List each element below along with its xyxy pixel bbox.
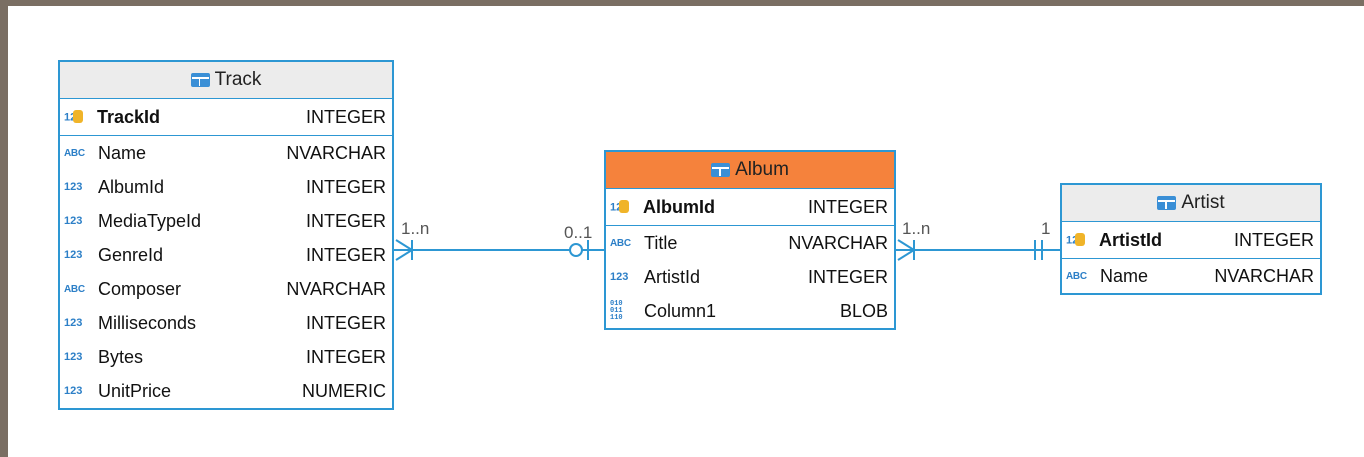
column-name: Milliseconds	[98, 312, 197, 333]
column-row[interactable]: 123 MediaTypeId INTEGER	[60, 204, 392, 238]
column-name: Composer	[98, 278, 182, 299]
optional-circle-album	[569, 243, 583, 257]
column-row[interactable]: ABC Name NVARCHAR	[60, 136, 392, 170]
cardinality-album-label: 0..1	[564, 223, 592, 242]
artist-pk-row[interactable]: 12 ArtistId INTEGER	[1062, 222, 1320, 259]
column-type: INTEGER	[807, 266, 888, 287]
entity-album-header[interactable]: Album	[606, 152, 894, 189]
column-row[interactable]: 123 GenreId INTEGER	[60, 238, 392, 272]
column-row[interactable]: ABC Composer NVARCHAR	[60, 272, 392, 306]
column-type: INTEGER	[305, 312, 386, 333]
column-type: NVARCHAR	[788, 232, 888, 253]
numeric-type-icon: 123	[64, 249, 83, 261]
crowfoot-album-upper	[897, 239, 915, 251]
column-type: NVARCHAR	[1214, 265, 1314, 286]
text-type-icon: ABC	[64, 283, 85, 295]
column-row[interactable]: ABC Name NVARCHAR	[1062, 259, 1320, 293]
column-name: Name	[98, 142, 147, 163]
entity-track-header[interactable]: Track	[60, 62, 392, 99]
entity-track-title: Track	[214, 69, 262, 90]
column-row[interactable]: ABC Title NVARCHAR	[606, 226, 894, 260]
crowfoot-album-lower	[897, 249, 915, 261]
numeric-type-icon: 123	[64, 351, 83, 363]
artist-columns: ABC Name NVARCHAR	[1062, 259, 1320, 293]
column-type: BLOB	[839, 300, 888, 321]
column-type: INTEGER	[305, 244, 386, 265]
column-name: TrackId	[97, 106, 161, 127]
numeric-type-icon: 123	[610, 271, 629, 283]
binary-type-icon: 010 011 110	[610, 299, 623, 322]
column-type: INTEGER	[305, 210, 386, 231]
album-columns: ABC Title NVARCHAR 123 ArtistId INTEGER 010 01…	[606, 226, 894, 328]
entity-artist-header[interactable]: Artist	[1062, 185, 1320, 222]
column-type: INTEGER	[305, 106, 386, 127]
primary-key-icon: 12	[610, 199, 643, 214]
column-name: ArtistId	[644, 266, 701, 287]
crowfoot-track-lower	[395, 249, 413, 261]
numeric-type-icon: 123	[64, 215, 83, 227]
column-name: MediaTypeId	[98, 210, 202, 231]
cardinality-artist-label: 1	[1041, 219, 1050, 238]
column-type: INTEGER	[1233, 229, 1314, 250]
entity-artist[interactable]: Artist 12 ArtistId INTEGER ABC Name NVARCH…	[1060, 183, 1322, 295]
numeric-type-icon: 123	[64, 317, 83, 329]
table-icon	[711, 163, 731, 177]
column-type: INTEGER	[305, 346, 386, 367]
column-name: Column1	[644, 300, 717, 321]
column-name: GenreId	[98, 244, 164, 265]
column-type: NVARCHAR	[286, 278, 386, 299]
primary-key-icon: 12	[1066, 232, 1099, 247]
column-name: ArtistId	[1099, 229, 1162, 250]
text-type-icon: ABC	[1066, 270, 1087, 282]
cardinality-album-many-label: 1..n	[902, 219, 930, 238]
column-row[interactable]: 123 UnitPrice NUMERIC	[60, 374, 392, 408]
column-row[interactable]: 123 AlbumId INTEGER	[60, 170, 392, 204]
column-name: Bytes	[98, 346, 144, 367]
column-name: AlbumId	[643, 196, 715, 217]
column-row[interactable]: 123 ArtistId INTEGER	[606, 260, 894, 294]
window-frame-left	[0, 0, 8, 457]
album-pk-row[interactable]: 12 AlbumId INTEGER	[606, 189, 894, 226]
cardinality-track-label: 1..n	[401, 219, 429, 238]
column-type: NVARCHAR	[286, 142, 386, 163]
primary-key-icon: 12	[64, 109, 97, 124]
text-type-icon: ABC	[610, 237, 631, 249]
column-name: AlbumId	[98, 176, 165, 197]
entity-artist-title: Artist	[1181, 192, 1225, 213]
column-name: Name	[1100, 265, 1149, 286]
text-type-icon: ABC	[64, 147, 85, 159]
column-type: INTEGER	[305, 176, 386, 197]
numeric-type-icon: 123	[64, 385, 83, 397]
crowfoot-track-upper	[395, 239, 413, 251]
table-icon	[190, 73, 210, 87]
column-name: Title	[644, 232, 678, 253]
column-row[interactable]: 123 Milliseconds INTEGER	[60, 306, 392, 340]
window-frame-top	[0, 0, 1364, 6]
numeric-type-icon: 123	[64, 181, 83, 193]
entity-album[interactable]: Album 12 AlbumId INTEGER ABC Title NVARCHA…	[604, 150, 896, 330]
column-type: INTEGER	[807, 196, 888, 217]
column-name: UnitPrice	[98, 380, 172, 401]
column-row[interactable]: 010 011 110 Column1 BLOB	[606, 294, 894, 328]
column-row[interactable]: 123 Bytes INTEGER	[60, 340, 392, 374]
entity-album-title: Album	[735, 159, 789, 180]
table-icon	[1157, 196, 1177, 210]
column-type: NUMERIC	[302, 380, 386, 401]
track-pk-row[interactable]: 12 TrackId INTEGER	[60, 99, 392, 136]
